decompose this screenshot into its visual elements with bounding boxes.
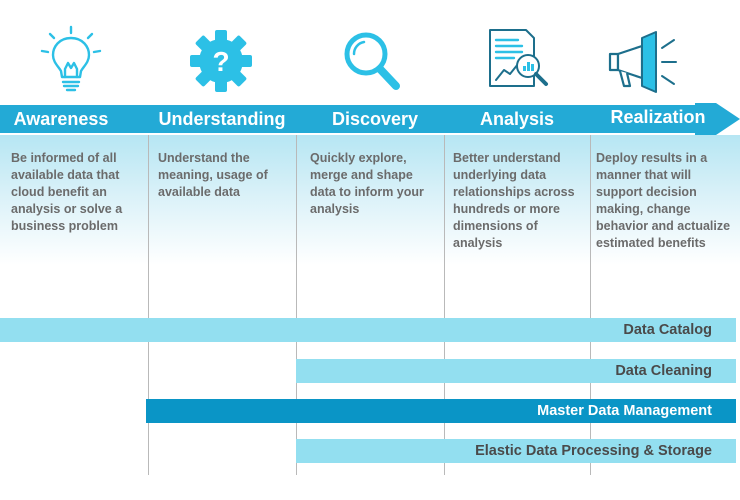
capability-bar-data-catalog: Data Catalog: [0, 318, 736, 342]
stage-description-discovery: Quickly explore, merge and shape data to…: [310, 151, 424, 216]
column-panel-awareness: [0, 135, 148, 265]
stage-label-understanding: Understanding: [158, 109, 286, 129]
stage-label-awareness: Awareness: [13, 109, 109, 129]
capability-bar-master-data-management: Master Data Management: [146, 399, 736, 423]
stage-label-discovery: Discovery: [331, 109, 419, 129]
capability-bar-data-cleaning: Data Cleaning: [296, 359, 736, 383]
stage-label-realization: Realization: [610, 107, 706, 127]
gear-question-icon: ?: [184, 24, 258, 98]
report-chart-icon: [482, 24, 556, 98]
megaphone-icon: [604, 24, 678, 98]
process-arrow: [0, 103, 740, 135]
column-panel-analysis: [444, 135, 590, 265]
stage-label-analysis: Analysis: [479, 109, 555, 129]
column-divider: [296, 135, 297, 475]
column-panel-understanding: [148, 135, 296, 265]
stage-description-analysis: Better understand underlying data relati…: [453, 151, 575, 250]
stage-description-realization: Deploy results in a manner that will sup…: [596, 151, 731, 250]
svg-text:?: ?: [212, 46, 229, 77]
stage-description-awareness: Be informed of all available data that c…: [11, 151, 123, 233]
column-divider: [444, 135, 445, 475]
column-divider: [148, 135, 149, 475]
capability-bar-elastic-data-processing: Elastic Data Processing & Storage: [296, 439, 736, 463]
column-divider: [590, 135, 591, 475]
magnifier-icon: [334, 24, 408, 98]
stage-description-understanding: Understand the meaning, usage of availab…: [158, 151, 268, 199]
lightbulb-icon: [34, 24, 108, 98]
column-panel-discovery: [296, 135, 444, 265]
column-panel-realization: [590, 135, 740, 265]
